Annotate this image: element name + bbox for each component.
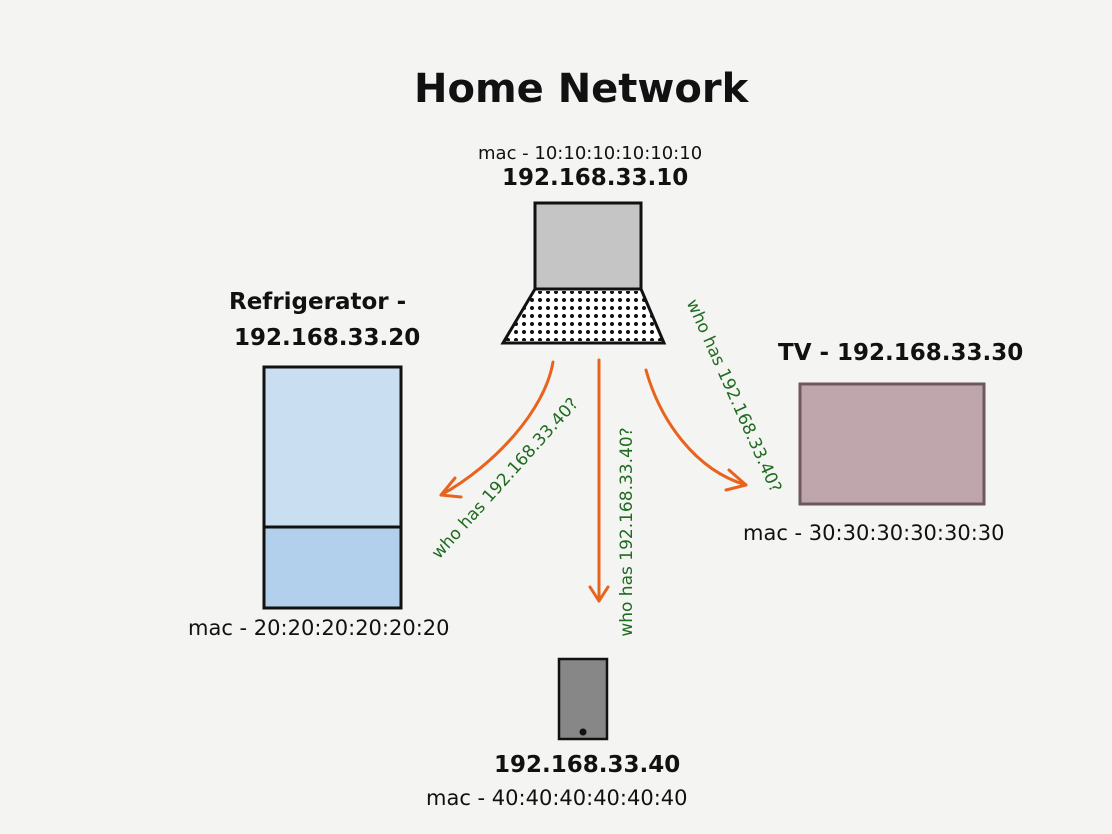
tv-name-ip: TV - 192.168.33.30 [778, 340, 1024, 366]
phone-icon [557, 657, 609, 741]
phone-ip: 192.168.33.40 [494, 752, 681, 778]
tv-icon [798, 382, 986, 506]
refrigerator-ip: 192.168.33.20 [234, 325, 421, 351]
query-to-phone: who has 192.168.33.40? [617, 427, 637, 636]
phone-mac: mac - 40:40:40:40:40:40 [426, 786, 688, 810]
refrigerator-icon [262, 365, 403, 610]
refrigerator-name: Refrigerator - [229, 289, 407, 315]
laptop-mac: mac - 10:10:10:10:10:10 [478, 143, 703, 164]
laptop-icon [500, 201, 667, 345]
query-to-tv: who has 192.168.33.40? [682, 296, 785, 495]
refrigerator-mac: mac - 20:20:20:20:20:20 [188, 616, 450, 640]
tv-mac: mac - 30:30:30:30:30:30 [743, 521, 1005, 545]
page-title: Home Network [414, 66, 749, 112]
arrow-to-tv [644, 368, 748, 492]
laptop-ip: 192.168.33.10 [502, 165, 689, 191]
query-to-refrigerator: who has 192.168.33.40? [428, 394, 583, 563]
arrow-to-phone [588, 358, 610, 603]
arrow-to-refrigerator [439, 360, 555, 499]
